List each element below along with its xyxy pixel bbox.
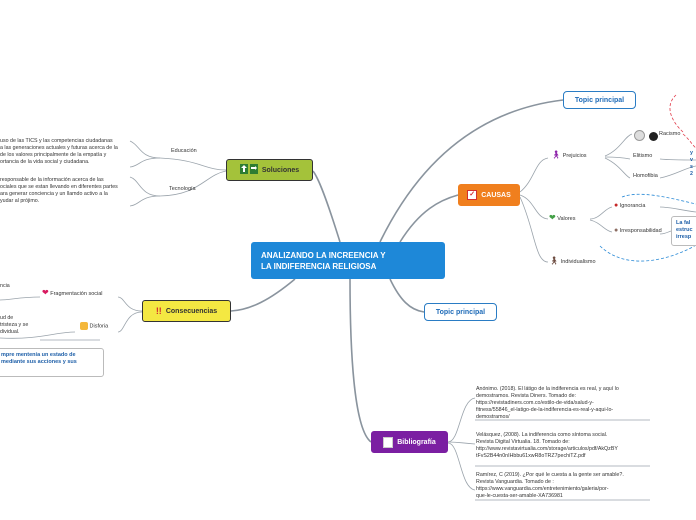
- tecnologia-label[interactable]: Tecnología: [169, 186, 196, 192]
- central-title-line1: ANALIZANDO LA INCREENCIA Y: [261, 251, 386, 260]
- ignorancia-icon: ●: [614, 202, 619, 209]
- causas-side-box[interactable]: La fal estruc irresp: [671, 216, 696, 246]
- fragmentacion-social-label: Fragmentación social: [50, 291, 103, 297]
- person-icon: 🚶︎: [551, 150, 562, 159]
- ignorancia-item[interactable]: ● Ignorancia: [614, 202, 645, 210]
- individualismo-item[interactable]: 🚶︎ Individualismo: [549, 257, 596, 266]
- tecnologia-text: responsable de la información acerca de …: [0, 177, 118, 204]
- elitismo-label[interactable]: Elitismo: [633, 153, 653, 159]
- reference-3: Ramírez, C (2019). ¿Por qué le cuesta a …: [476, 472, 624, 499]
- consecuencias-node[interactable]: !! Consecuencias: [142, 300, 231, 322]
- central-title-line2: LA INDIFERENCIA RELIGIOSA: [261, 262, 377, 271]
- valores-item[interactable]: ❤ Valores: [549, 214, 575, 223]
- double-exclamation-icon: !!: [155, 306, 162, 316]
- reference-1: Anónimo. (2018). El látigo de la indifer…: [476, 386, 619, 420]
- ignorancia-label: Ignorancia: [619, 203, 646, 209]
- causas-side-text-1: y v s 2: [690, 150, 693, 177]
- consecuencias-title: Consecuencias: [165, 307, 218, 315]
- educacion-text: uso de las TICS y las competencias ciuda…: [0, 138, 118, 165]
- irresponsabilidad-item[interactable]: ● Irresponsabilidad: [614, 227, 662, 235]
- fragmentacion-side-text: ncia: [0, 283, 10, 289]
- disforia-item[interactable]: Disforia: [80, 322, 108, 330]
- racismo-label[interactable]: Racismo: [659, 131, 681, 137]
- irresponsabilidad-label: Irresponsabilidad: [619, 228, 662, 234]
- topic-principal-bottom[interactable]: Topic principal: [424, 303, 497, 321]
- bibliografia-node[interactable]: Bibliografía: [371, 431, 448, 453]
- document-icon: [383, 436, 394, 448]
- racismo-icons: [634, 128, 659, 146]
- prejuicios-item[interactable]: 🚶︎ Prejuicios: [551, 151, 587, 160]
- valores-label: Valores: [557, 216, 576, 222]
- walking-person-icon: 🚶︎: [549, 256, 560, 265]
- irresponsabilidad-icon: ●: [614, 227, 619, 234]
- green-heart-icon: ❤: [549, 213, 556, 222]
- checkbox-icon: ✓: [467, 190, 478, 200]
- reference-2: Velásquez, (2008). La indiferencia como …: [476, 432, 618, 459]
- sad-face-icon: [80, 322, 88, 330]
- soluciones-node[interactable]: Soluciones: [226, 159, 313, 181]
- fragmentacion-social-item[interactable]: ❤ Fragmentación social: [42, 289, 103, 298]
- prejuicios-label: Prejuicios: [562, 153, 587, 159]
- individualismo-label: Individualismo: [560, 259, 596, 265]
- central-topic[interactable]: ANALIZANDO LA INCREENCIA Y LA INDIFERENC…: [251, 242, 445, 279]
- educacion-label[interactable]: Educación: [171, 148, 197, 154]
- causas-node[interactable]: ✓ CAUSAS: [458, 184, 520, 206]
- bibliografia-title: Bibliografía: [397, 438, 436, 446]
- arrows-icon: [239, 164, 258, 176]
- broken-heart-icon: ❤: [42, 288, 49, 297]
- disforia-side-text: ud de tristeza y se dividual.: [0, 315, 29, 335]
- topic-principal-top[interactable]: Topic principal: [563, 91, 636, 109]
- disforia-label: Disforia: [89, 323, 109, 330]
- consecuencias-note[interactable]: mpre mentenía un estado de mediante sus …: [0, 348, 104, 377]
- homofibia-label[interactable]: Homofibia: [633, 173, 658, 179]
- causas-title: CAUSAS: [481, 191, 511, 199]
- soluciones-title: Soluciones: [261, 166, 300, 174]
